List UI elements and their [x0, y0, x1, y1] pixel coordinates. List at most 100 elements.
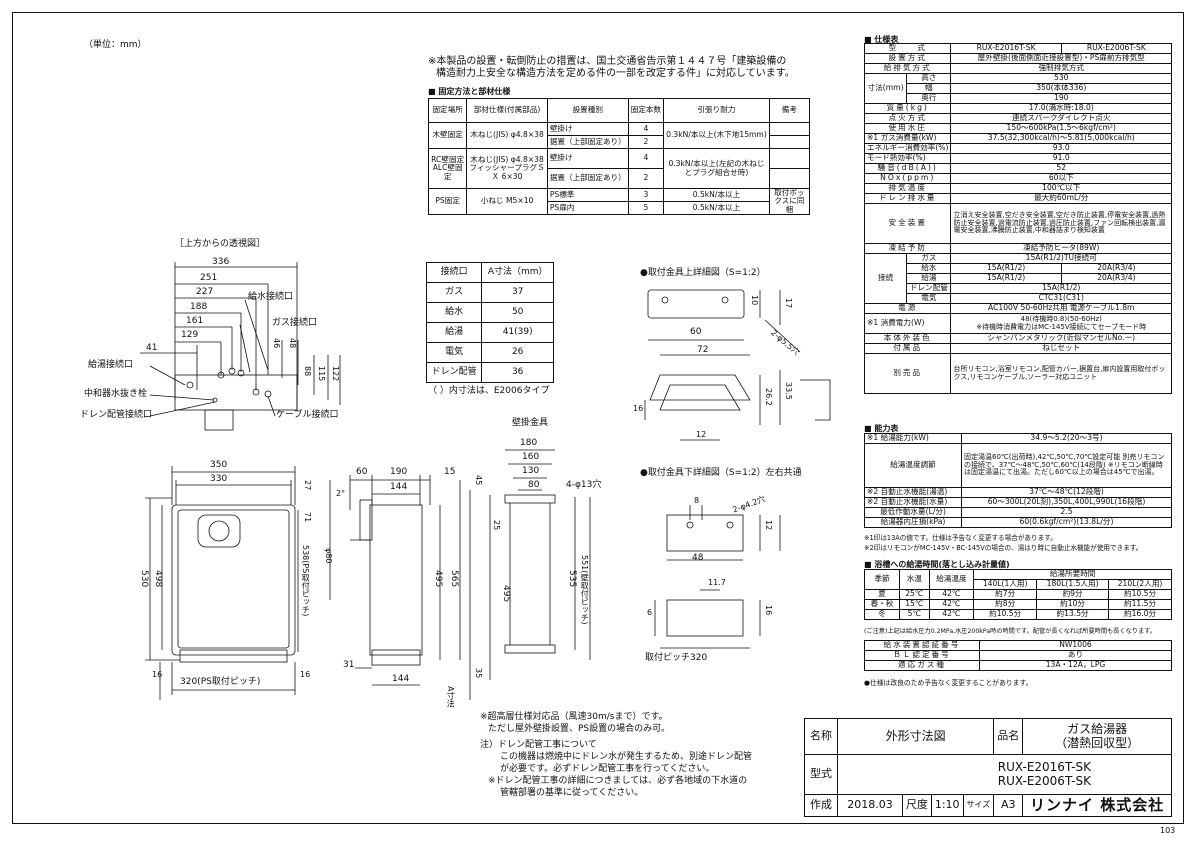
- drawing-name: 外形寸法図: [836, 718, 995, 755]
- wall-bracket-title: 壁掛金具: [512, 418, 549, 428]
- dim-label: 16: [764, 605, 774, 616]
- spec-label: 奥行: [906, 93, 952, 104]
- spec-label: 本体外装色: [863, 333, 952, 344]
- bath-cell: 約9分: [1036, 589, 1110, 600]
- fixing-cell: [768, 168, 811, 189]
- spec-value: 91.0: [950, 153, 1172, 164]
- dim-label: 71: [303, 512, 313, 523]
- dim-label: 495: [432, 570, 443, 588]
- spec-value: 15A(R1/2): [950, 283, 1172, 294]
- fixing-title: ■ 固定方法と部材仕様: [428, 87, 511, 96]
- fixing-cell: 小ねじ M5×10: [466, 187, 548, 216]
- fixing-cell: PS固定: [427, 187, 468, 216]
- dim-label: 27: [303, 480, 313, 491]
- capacity-label: ※1 給湯能力(kW): [864, 433, 962, 444]
- note-line: ただし屋外壁掛設置、PS設置の場合のみ可。: [488, 724, 671, 734]
- cert-value: NW1006: [979, 640, 1172, 651]
- bath-title: ■ 浴槽への給湯時間(落とし込み計量値): [864, 560, 1010, 569]
- dim-label: 26.2: [764, 388, 774, 406]
- dim-label: 336: [212, 257, 230, 267]
- dim-label: 80: [528, 480, 540, 490]
- fixing-cell: 木ねじ(JIS) φ4.8×38: [466, 122, 548, 149]
- dim-label: 48: [692, 553, 704, 563]
- dim-label: 190: [390, 467, 408, 477]
- spec-value: 台所リモコン,浴室リモコン,配管カバー,据置台,扉内設置用取付ボックス,リモコン…: [950, 353, 1172, 394]
- bath-header: 給湯温度: [928, 569, 975, 590]
- spec-label: ガス: [906, 253, 952, 264]
- spec-label: 付属品: [863, 343, 952, 354]
- capacity-title: ■ 能力表: [864, 424, 899, 433]
- bath-cell: 42℃: [928, 609, 975, 620]
- spec-label: 電源: [863, 303, 952, 314]
- spec-value: CTC31(C31): [950, 293, 1172, 304]
- dim-label: 10: [750, 295, 760, 306]
- notice-line-2: 構造耐力上安全な構造方法を定める件の一部を改定する件」に対応しています。: [436, 68, 795, 79]
- dim-label: 161: [186, 316, 204, 326]
- connection-note: （ ）内寸法は、E2006タイプ: [428, 386, 550, 396]
- spec-label: 電気: [906, 293, 952, 304]
- scale-value: 1:10: [930, 794, 964, 817]
- spec-label: ※1 消費電力(W): [863, 313, 952, 334]
- bath-note: (ご注意)上記は給水圧力0.2MPa,水圧200kPa時の時間です。配管が長くな…: [864, 628, 1156, 635]
- spec-value: 20A(R3/4): [1060, 263, 1173, 274]
- fixing-cell: 木壁固定: [427, 122, 468, 149]
- dim-label: 251: [200, 273, 218, 283]
- dim-label: 144: [392, 674, 410, 684]
- spec-label: 接続: [863, 253, 908, 304]
- dim-label: 取付ピッチ320: [645, 653, 708, 663]
- spec-label: 使用水圧: [863, 123, 952, 134]
- spec-label: ドレン排水量: [863, 193, 952, 204]
- spec-label: 騒音(dB(A)): [863, 163, 952, 174]
- spec-value: 190: [950, 93, 1172, 104]
- spec-value: 48(待機時0.8)(50-60Hz)※待機時消費電力はMC-145V接続にてセ…: [950, 313, 1172, 334]
- bath-cell: 約10.5分: [973, 609, 1038, 620]
- connection-cell: 給湯: [425, 322, 483, 343]
- dim-label: 495: [500, 585, 511, 603]
- bath-cell: 約11.5分: [1108, 599, 1172, 610]
- capacity-label: 給湯温度調節: [864, 443, 962, 488]
- fixing-cell: 2: [627, 135, 665, 149]
- dim-label: 16: [300, 670, 311, 679]
- dim-label: 160: [522, 452, 540, 462]
- bracket-top-title: ●取付金具上詳細図（S=1:2）: [640, 268, 766, 278]
- spec-value: 最大約60mL/分: [950, 193, 1172, 204]
- fixing-cell: 据置（上部固定あり）: [546, 168, 629, 189]
- drawing-frame: [12, 12, 1184, 824]
- callout-label: 給湯接続口: [88, 360, 134, 370]
- page-number: 103: [1160, 826, 1176, 835]
- title-label: 品名: [993, 718, 1024, 755]
- fixing-header: 部材仕様(付属部品): [466, 98, 548, 123]
- fixing-cell: 3: [627, 187, 665, 203]
- connection-cell: 37: [481, 282, 554, 303]
- dim-label: 144: [390, 482, 408, 492]
- spec-value: AC100V 50-60Hz共用 電源ケーブル1.8m: [950, 303, 1172, 314]
- fixing-cell: [768, 122, 811, 136]
- fixing-cell: PS標準: [546, 187, 629, 203]
- dim-label: 320(PS取付ピッチ): [180, 677, 261, 687]
- spec-value: 立消え安全装置,空だき安全装置,空だき防止装置,停電安全装置,過熱防止安全装置,…: [950, 203, 1172, 244]
- dim-label: 35: [474, 668, 484, 679]
- spec-label: 別売品: [863, 353, 952, 394]
- connection-header: 接続口: [425, 262, 483, 283]
- bath-cell: 約13.5分: [1036, 609, 1110, 620]
- notice-line-1: ※本製品の設置・転倒防止の措置は、国土交通省告示第１４４７号「建築設備の: [428, 56, 787, 67]
- dim-label: 46: [272, 338, 282, 349]
- capacity-value: 固定湯温60℃(出荷時),42℃,50℃,70℃設定可能 別売リモコンの接続で、…: [961, 443, 1172, 488]
- fixing-cell: 4: [627, 148, 665, 169]
- dim-label: 227: [196, 287, 214, 297]
- bath-cell: 冬: [863, 609, 901, 620]
- dim-label: 33.5: [784, 382, 794, 400]
- fixing-cell: 取付ボックスに同梱: [768, 187, 811, 216]
- dim-label: 15: [444, 467, 456, 477]
- dim-label: 535: [566, 570, 577, 588]
- callout-label: ガス接続口: [272, 318, 318, 328]
- cert-label: 給水装置認証番号: [864, 640, 980, 651]
- fixing-cell: 4: [627, 122, 665, 136]
- dim-label: 60: [690, 327, 702, 337]
- connection-cell: 50: [481, 302, 554, 323]
- fixing-cell: 5: [627, 201, 665, 216]
- bath-header: 季節: [863, 569, 901, 590]
